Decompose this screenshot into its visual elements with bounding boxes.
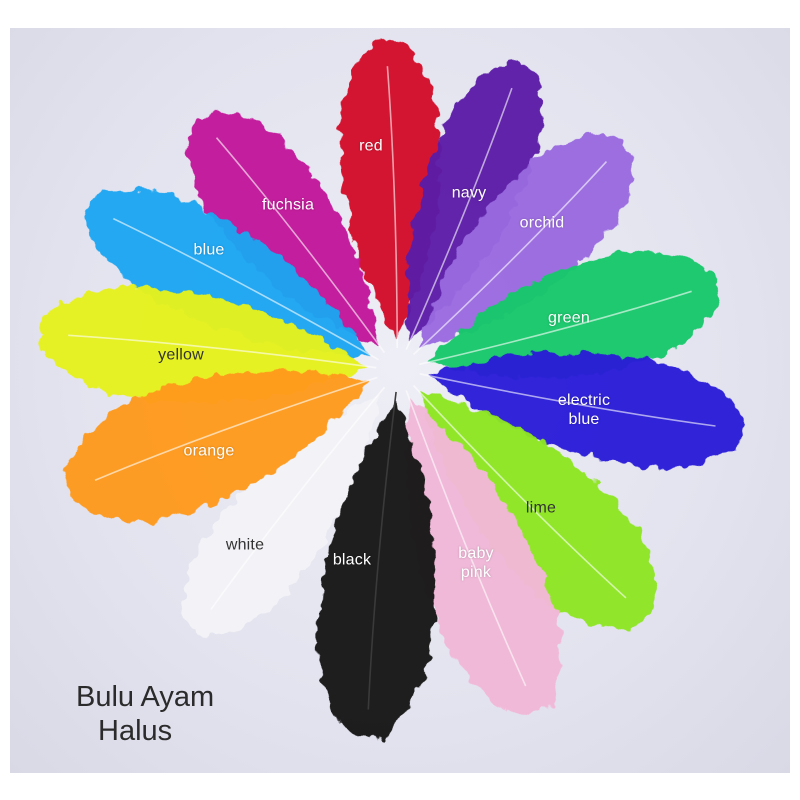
caption-line1: Bulu Ayam bbox=[76, 681, 215, 713]
feather-lime-shaft bbox=[412, 385, 627, 599]
feather-lime-vane bbox=[417, 389, 657, 629]
label-blue: blue bbox=[193, 241, 225, 259]
feather-black-vane bbox=[317, 397, 436, 740]
feather-orchid bbox=[413, 134, 634, 356]
label-white: white bbox=[225, 536, 265, 554]
feather-orange bbox=[66, 370, 378, 523]
feather-green bbox=[419, 249, 719, 379]
label-electric-blue-line2: blue bbox=[568, 411, 600, 428]
feather-black-shaft bbox=[367, 391, 397, 710]
photo-background: red fuchsia navy orchid blue green yello… bbox=[10, 28, 790, 773]
label-orchid: orchid bbox=[519, 214, 565, 232]
feather-baby-pink bbox=[405, 390, 562, 717]
feather-electric-blue bbox=[419, 352, 744, 469]
feather-fuchsia bbox=[188, 111, 386, 354]
label-baby-pink-line2: pink bbox=[460, 564, 492, 581]
feather-blue-vane bbox=[85, 189, 374, 357]
feather-electric-blue-vane bbox=[425, 352, 744, 469]
label-fuchsia: fuchsia bbox=[261, 196, 315, 214]
feather-navy-vane bbox=[407, 61, 542, 345]
label-baby-pink: baby pink bbox=[458, 544, 494, 582]
feather-navy-shaft bbox=[405, 87, 513, 350]
label-baby-pink-line1: baby bbox=[458, 545, 494, 562]
feather-blue bbox=[85, 189, 379, 361]
label-electric-blue: electric blue bbox=[558, 391, 610, 429]
feather-white-shaft bbox=[210, 386, 386, 611]
feather-fuchsia-vane bbox=[188, 111, 381, 348]
feather-orchid-vane bbox=[417, 134, 634, 351]
feather-white bbox=[184, 386, 386, 636]
label-orange: orange bbox=[183, 442, 235, 460]
feather-navy bbox=[405, 61, 542, 350]
feather-orchid-shaft bbox=[413, 161, 608, 356]
label-red: red bbox=[359, 137, 383, 155]
feather-fuchsia-shaft bbox=[215, 137, 386, 354]
feather-baby-pink-shaft bbox=[405, 390, 527, 687]
feather-orange-shaft bbox=[94, 376, 378, 482]
caption-line2: Halus bbox=[98, 715, 173, 747]
feather-red-shaft bbox=[386, 66, 399, 349]
feather-green-shaft bbox=[419, 290, 692, 366]
feather-yellow-shaft bbox=[68, 334, 377, 369]
feather-baby-pink-vane bbox=[406, 395, 562, 717]
label-electric-blue-line1: electric bbox=[557, 392, 611, 409]
feather-orange-vane bbox=[66, 370, 372, 523]
feather-black bbox=[317, 391, 436, 740]
label-green: green bbox=[548, 309, 590, 327]
feather-lime bbox=[412, 385, 657, 629]
feather-blue-shaft bbox=[112, 217, 379, 361]
label-lime: lime bbox=[525, 499, 557, 517]
feather-electric-blue-shaft bbox=[419, 373, 716, 427]
label-yellow: yellow bbox=[158, 346, 204, 364]
label-black: black bbox=[332, 551, 372, 569]
feather-fan bbox=[39, 40, 744, 740]
caption: Bulu Ayam Halus bbox=[76, 680, 214, 748]
label-navy: navy bbox=[451, 184, 487, 202]
